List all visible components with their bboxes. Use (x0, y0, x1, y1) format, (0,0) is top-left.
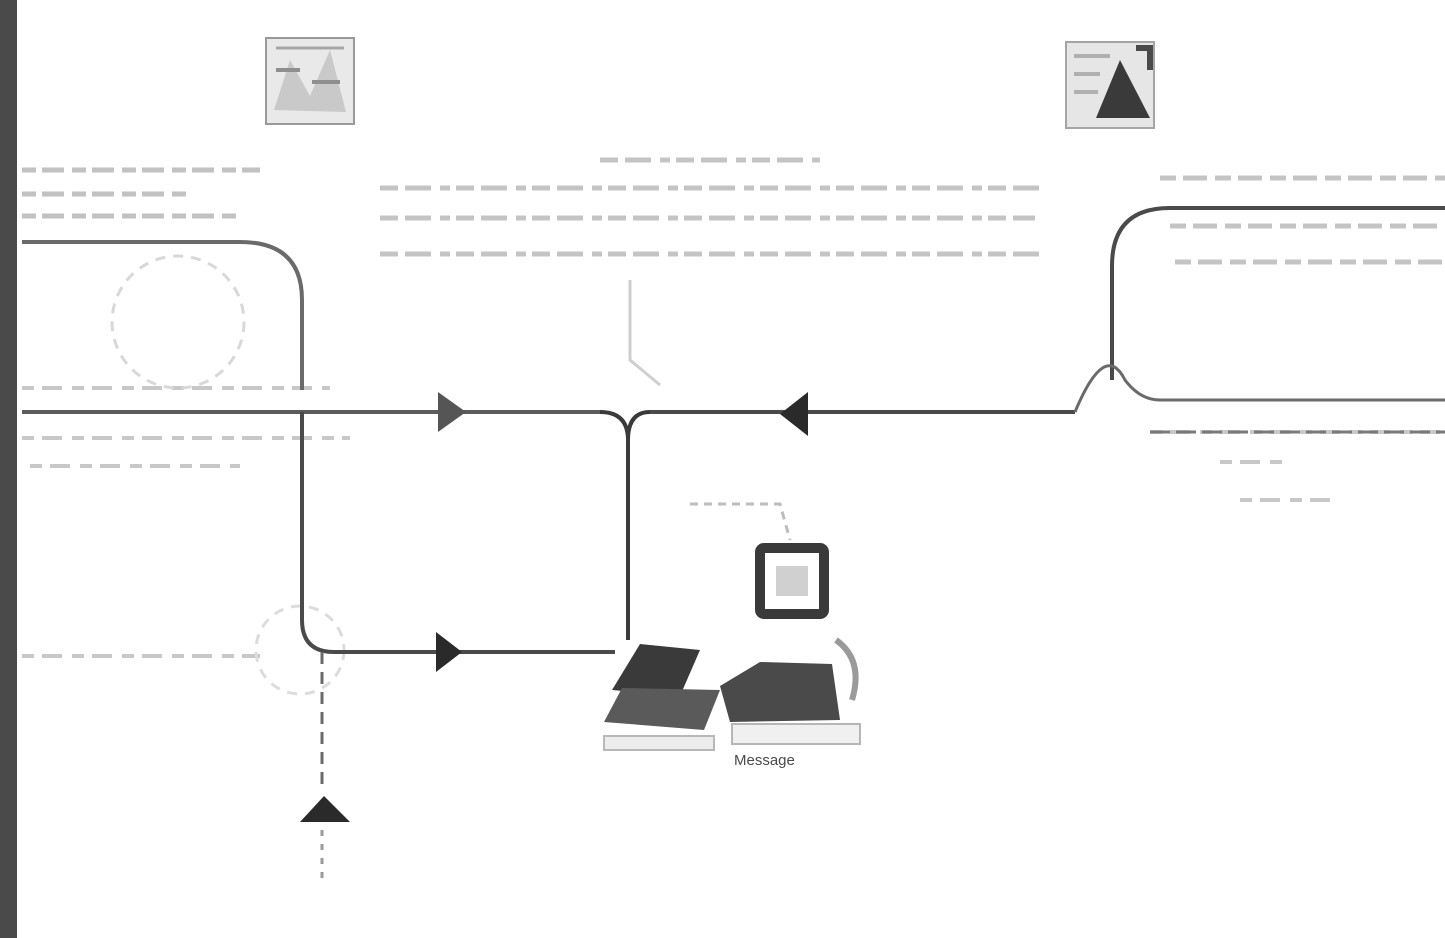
window-icon (755, 543, 829, 619)
message-label: Message (734, 752, 795, 769)
right-bump (1073, 364, 1445, 413)
map-icon (265, 37, 355, 125)
faint-text-lower (22, 386, 1445, 658)
junction-line (626, 410, 651, 441)
map-icon (1065, 41, 1155, 129)
right-box-line (1110, 206, 1445, 380)
faint-text-center (380, 157, 1045, 257)
faint-text-left (22, 167, 260, 219)
arrow-right (436, 632, 462, 672)
arrow-left (780, 392, 808, 436)
left-border (0, 0, 17, 938)
faint-circle (110, 254, 246, 390)
keyboard-device-icon (603, 637, 861, 751)
small-connector (690, 502, 792, 541)
faint-text-right (1160, 175, 1445, 265)
junction-line (599, 410, 630, 640)
vertical-line (300, 412, 615, 654)
arrow-up (300, 796, 350, 822)
junction-drop (628, 280, 661, 387)
arrow-right (438, 392, 466, 432)
connector-line (22, 240, 304, 390)
